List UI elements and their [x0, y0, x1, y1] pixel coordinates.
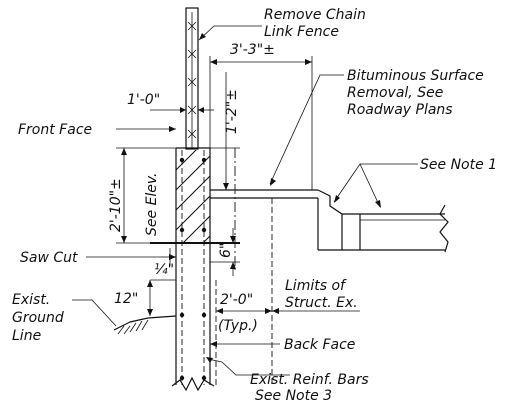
dim-quarter-label: ¼" — [154, 262, 174, 278]
back-face-label: Back Face — [284, 337, 355, 353]
exist-ground-label-2: Ground — [12, 310, 64, 326]
bituminous-label-2: Removal, See — [347, 85, 443, 101]
dim-12: 12" — [114, 279, 176, 316]
dim-2-10: 2'-10"± See Elev. — [108, 147, 176, 244]
typ-label: (Typ.) — [218, 318, 258, 334]
break-line — [171, 376, 215, 392]
bituminous-callout: Bituminous Surface Removal, See Roadway … — [269, 68, 484, 186]
dim-3-3-label: 3'-3"± — [230, 42, 275, 58]
back-face-callout: Back Face — [210, 337, 355, 353]
dim-1-0-label: 1'-0" — [127, 92, 160, 108]
reinf-label-1: Exist. Reinf. Bars — [250, 372, 369, 388]
removal-hatch — [176, 150, 210, 243]
see-note-1-label: See Note 1 — [420, 157, 497, 173]
limits-label-1: Limits of — [285, 278, 347, 294]
dim-12-label: 12" — [114, 291, 138, 307]
dim-6: 6" — [210, 228, 240, 276]
remove-chain-label-1: Remove Chain — [264, 7, 366, 23]
saw-cut-callout: Saw Cut — [20, 250, 176, 266]
reinf-label-2: See Note 3 — [255, 388, 332, 402]
limits-callout: Limits of Struct. Ex. — [272, 278, 360, 314]
saw-cut-label: Saw Cut — [20, 250, 78, 266]
remove-fence-callout: Remove Chain Link Fence — [198, 7, 366, 41]
remove-chain-label-2: Link Fence — [264, 24, 339, 40]
dim-2-0: 2'-0" (Typ.) — [216, 292, 272, 334]
dim-3-3: 3'-3"± — [209, 42, 313, 190]
see-note-1-callout: See Note 1 — [333, 157, 497, 208]
front-face-callout: Front Face — [18, 122, 176, 138]
chain-link-fence-post — [185, 7, 199, 150]
dim-1-2: 1'-2"± — [210, 72, 240, 190]
concrete-wall — [150, 147, 240, 392]
dim-1-0: 1'-0" — [127, 92, 214, 113]
exist-ground-label-3: Line — [12, 328, 41, 344]
reinf-bar-dots — [179, 157, 207, 381]
dim-6-label: 6" — [218, 243, 234, 258]
dim-2-10-label: 2'-10"± — [108, 178, 124, 232]
see-elev-label: See Elev. — [144, 172, 160, 236]
bituminous-label-1: Bituminous Surface — [347, 68, 484, 84]
dim-2-0-label: 2'-0" — [220, 292, 253, 308]
dim-quarter: ¼" — [154, 248, 174, 278]
exist-ground-line — [113, 315, 177, 335]
exist-ground-callout: Exist. Ground Line — [12, 292, 117, 344]
excavation-limits — [215, 148, 273, 385]
limits-label-2: Struct. Ex. — [285, 295, 358, 311]
exist-ground-label-1: Exist. — [12, 292, 50, 308]
dim-1-2-label: 1'-2"± — [224, 89, 240, 134]
bituminous-label-3: Roadway Plans — [347, 102, 453, 118]
pavement-section — [210, 189, 449, 253]
front-face-label: Front Face — [18, 122, 92, 138]
reinf-bars-callout: Exist. Reinf. Bars See Note 3 — [206, 357, 369, 402]
